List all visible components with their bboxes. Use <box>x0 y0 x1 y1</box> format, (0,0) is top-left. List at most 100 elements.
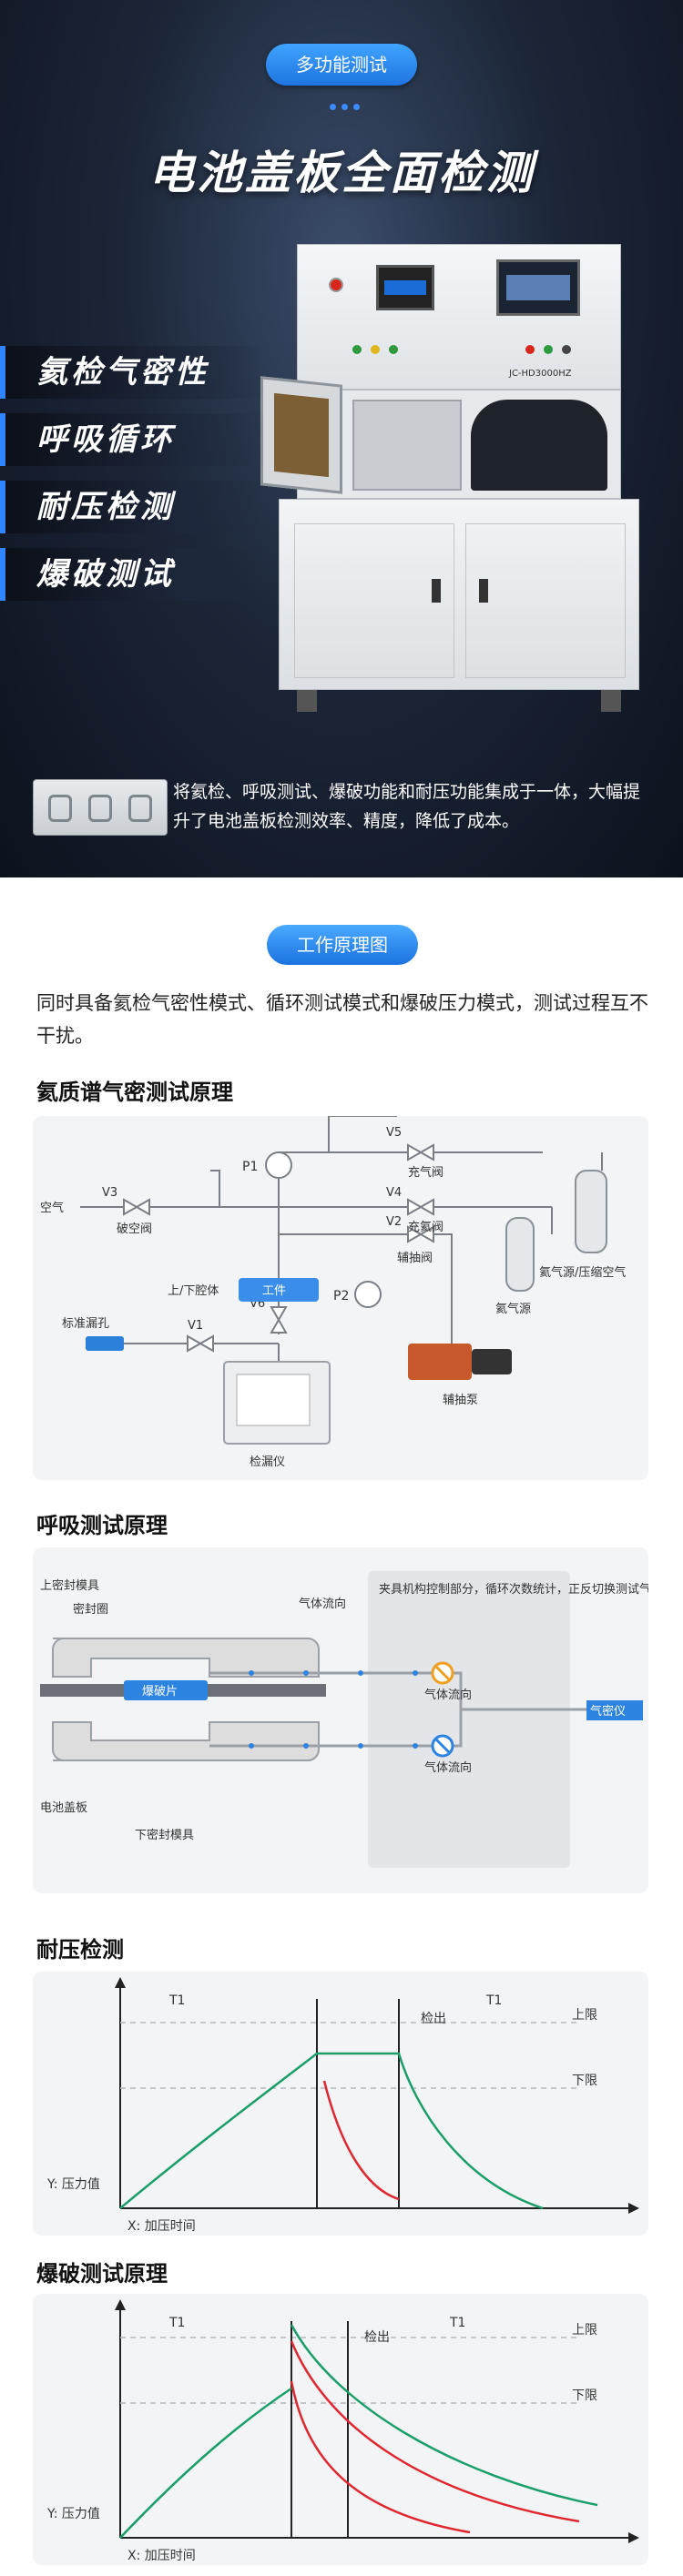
burst-x-axis: X: 加压时间 <box>127 2549 196 2563</box>
pressure-title: 耐压检测 <box>36 1937 124 1962</box>
machine-foot <box>297 690 317 712</box>
helium-diagram-panel: P1 V5 充气阀 V4 充氦阀 V3 破空阀 V2 辅抽阀 V1 V6 空气 … <box>33 1115 648 1480</box>
machine-foot <box>601 690 621 712</box>
machine-buttons-right <box>525 345 571 354</box>
lower-mold-shape <box>52 1721 320 1761</box>
upper-mold-shape <box>52 1638 320 1678</box>
burst-lower: 下限 <box>572 2388 597 2403</box>
label-chamber: 上/下腔体 <box>168 1284 219 1298</box>
helium-cylinder-icon <box>505 1217 535 1292</box>
gas-cylinder-icon <box>575 1170 607 1253</box>
label-p1: P1 <box>242 1160 258 1174</box>
valve-v1-icon <box>187 1334 203 1353</box>
machine-upper-panel: JC-HD3000HZ <box>297 244 621 390</box>
hero-section: 多功能测试 电池盖板全面检测 JC-HD3000HZ 氦检气密性 呼吸循环 <box>0 0 683 877</box>
machine-buttons-left <box>352 345 398 354</box>
breath-title: 呼吸测试原理 <box>36 1513 168 1538</box>
pressure-chart-panel: T1 T1 检出 上限 下限 Y: 压力值 X: 加压时间 <box>33 1972 648 2236</box>
burst-chart-panel: T1 T1 检出 上限 下限 Y: 压力值 X: 加压时间 <box>33 2294 648 2565</box>
helium-diagram: P1 V5 充气阀 V4 充氦阀 V3 破空阀 V2 辅抽阀 V1 V6 空气 … <box>40 1115 626 1469</box>
burst-t1-right: T1 <box>449 2316 465 2330</box>
label-workpiece: 工件 <box>262 1284 286 1298</box>
machine-screen-right <box>496 259 580 316</box>
label-p2: P2 <box>333 1289 349 1303</box>
label-v2-name: 辅抽阀 <box>397 1252 433 1265</box>
label-lower-mold: 下密封模具 <box>135 1828 194 1842</box>
pressure-detect: 检出 <box>421 2012 446 2026</box>
pressure-gauge-p1-icon <box>265 1151 292 1179</box>
label-v2: V2 <box>386 1215 402 1229</box>
feature-helium: 氦检气密性 <box>0 346 264 399</box>
hero-description: 将氦检、呼吸测试、爆破功能和耐压功能集成于一体，大幅提升了电池盖板检测效率、精度… <box>173 782 641 831</box>
pressure-chart: T1 T1 检出 上限 下限 Y: 压力值 X: 加压时间 <box>46 1977 639 2234</box>
burst-y-axis: Y: 压力值 <box>46 2507 100 2521</box>
breath-diagram: 夹具机构控制部分，循环次数统计，正反切换测试气路。 爆破片 气体流向 气体流向 … <box>40 1571 675 1868</box>
pressure-red-curve <box>322 2080 400 2201</box>
valve-v5-icon <box>407 1143 423 1161</box>
burst-t1-left: T1 <box>168 2316 185 2330</box>
helium-title: 氦质谱气密测试原理 <box>36 1080 233 1105</box>
valve-v6-icon <box>270 1306 288 1323</box>
label-v4: V4 <box>386 1186 402 1200</box>
valve-v3-icon <box>123 1198 139 1216</box>
machine-chamber-right <box>471 400 607 491</box>
breath-diagram-panel: 夹具机构控制部分，循环次数统计，正反切换测试气路。 爆破片 气体流向 气体流向 … <box>33 1547 675 1893</box>
hero-description-box: 将氦检、呼吸测试、爆破功能和耐压功能集成于一体，大幅提升了电池盖板检测效率、精度… <box>27 770 656 848</box>
pressure-gauge-p2-icon <box>354 1281 382 1308</box>
machine-open-door <box>260 376 342 494</box>
label-seal-ring: 密封圈 <box>73 1602 108 1617</box>
machine-test-area <box>297 390 621 499</box>
machine-chamber-left <box>352 400 462 491</box>
principle-intro: 同时具备氦检气密性模式、循环测试模式和爆破压力模式，测试过程互不干扰。 <box>36 992 648 1047</box>
label-v5-name: 充气阀 <box>408 1165 443 1180</box>
burst-red-decay-2 <box>290 2380 471 2534</box>
label-air: 空气 <box>40 1201 64 1215</box>
label-tester: 气密仪 <box>590 1704 626 1719</box>
label-gas-flow-top: 气体流向 <box>424 1688 472 1702</box>
pressure-y-axis: Y: 压力值 <box>46 2177 100 2192</box>
label-detector: 检漏仪 <box>250 1455 285 1469</box>
pressure-lower: 下限 <box>572 2074 597 2088</box>
burst-disc-shape <box>124 1680 208 1700</box>
label-cover-plate: 电池盖板 <box>40 1801 87 1815</box>
feature-pressure: 耐压检测 <box>0 481 264 533</box>
workpiece-box <box>239 1278 319 1302</box>
emergency-stop-icon <box>329 278 343 292</box>
label-note: 夹具机构控制部分，循环次数统计，正反切换测试气路。 <box>379 1582 648 1597</box>
hero-title: 电池盖板全面检测 <box>148 147 535 199</box>
label-gas-source: 氦气源/压缩空气 <box>539 1265 626 1280</box>
burst-green-decay <box>290 2324 598 2507</box>
feature-burst: 爆破测试 <box>0 548 264 601</box>
label-v1: V1 <box>188 1319 203 1333</box>
cover-plate-thumbnail <box>33 779 168 836</box>
pressure-t1-right: T1 <box>485 1993 502 2008</box>
label-burst-disc: 爆破片 <box>142 1685 178 1699</box>
burst-upper: 上限 <box>572 2323 597 2338</box>
control-area <box>368 1571 570 1868</box>
hero-badge: 多功能测试 <box>266 44 417 86</box>
label-v3-name: 破空阀 <box>117 1222 152 1236</box>
pressure-x-axis: X: 加压时间 <box>127 2219 196 2234</box>
machine-screen-left <box>376 265 434 310</box>
principle-badge: 工作原理图 <box>267 925 418 965</box>
burst-title: 爆破测试原理 <box>36 2261 168 2287</box>
burst-chart: T1 T1 检出 上限 下限 Y: 压力值 X: 加压时间 <box>46 2299 639 2563</box>
hero-dots <box>330 104 360 110</box>
label-upper-mold: 上密封模具 <box>40 1578 99 1593</box>
pressure-green-curve <box>119 2052 544 2210</box>
burst-detect: 检出 <box>364 2330 390 2345</box>
valve-v2-icon <box>407 1225 423 1243</box>
feature-breath: 呼吸循环 <box>0 413 264 466</box>
burst-green-rise <box>119 2387 292 2539</box>
machine-model-label: JC-HD3000HZ <box>509 369 572 379</box>
machine-image: JC-HD3000HZ <box>260 244 639 717</box>
label-pump: 辅抽泵 <box>443 1394 478 1407</box>
aux-pump-icon <box>408 1344 472 1380</box>
label-leak-std: 标准漏孔 <box>62 1316 109 1331</box>
burst-red-decay-1 <box>290 2340 580 2523</box>
leak-standard-icon <box>86 1336 124 1351</box>
label-v3: V3 <box>102 1186 117 1200</box>
pressure-upper: 上限 <box>572 2008 597 2023</box>
label-helium-source: 氦气源 <box>495 1302 531 1316</box>
label-v5: V5 <box>386 1126 402 1140</box>
